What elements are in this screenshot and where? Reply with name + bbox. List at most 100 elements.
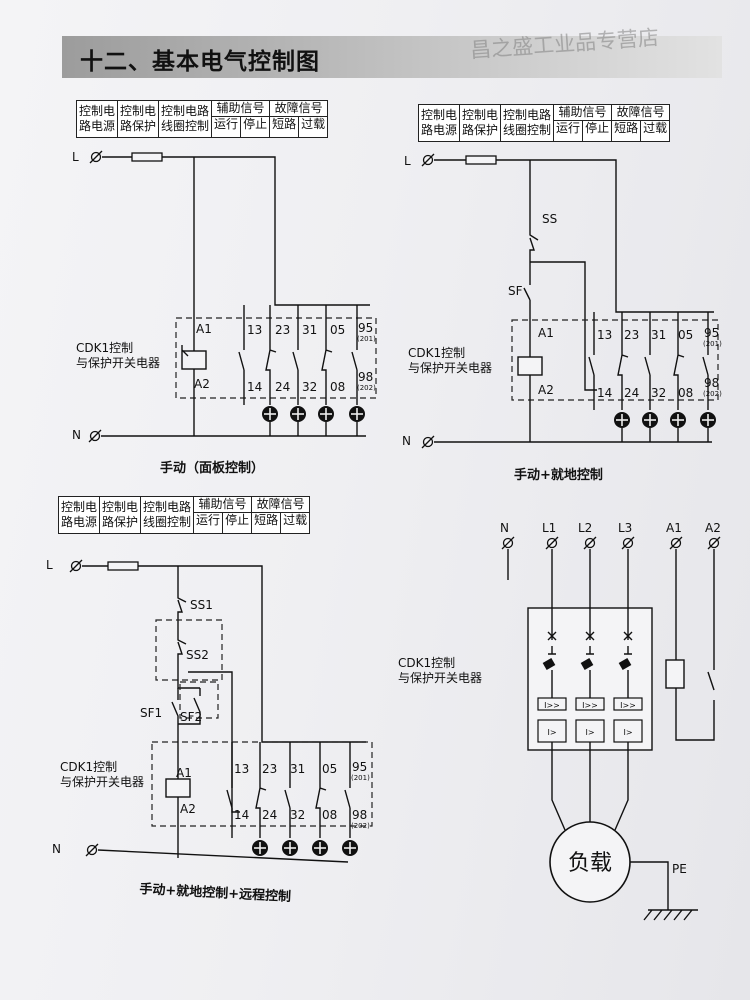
terminal-slash bbox=[85, 843, 99, 857]
header-coil-cell-line: 线圈控制 bbox=[143, 515, 192, 529]
header-protect-cell-line: 路保护 bbox=[102, 515, 139, 529]
contact-no bbox=[292, 340, 299, 380]
switch-sf1-label: SF1 bbox=[140, 706, 163, 720]
header-fault-signal-items: 短路过载 bbox=[270, 117, 327, 137]
trip-instant-text: I>> bbox=[582, 701, 598, 710]
header-protect-cell-line: 控制电 bbox=[120, 104, 157, 118]
header-coil-cell-line: 控制电路 bbox=[143, 500, 192, 514]
terminal-98-label: 98 bbox=[358, 370, 374, 384]
header-power-cell: 控制电路电源 bbox=[59, 497, 101, 533]
terminal-95-label-3: 95 bbox=[352, 760, 368, 774]
header-fault-signal-item: 过载 bbox=[283, 513, 308, 527]
caption-diagram-1: 手动（面板控制） bbox=[160, 461, 265, 476]
contact-nc bbox=[265, 340, 277, 380]
terminal-08-label-2: 08 bbox=[678, 386, 694, 400]
header-table-1: 控制电路电源控制电路保护控制电路线圈控制辅助信号运行停止故障信号短路过载 bbox=[76, 100, 329, 138]
terminal-14-label: 14 bbox=[247, 380, 263, 394]
header-aux-signal-item: 停止 bbox=[225, 513, 250, 527]
terminal-14-label-2: 14 bbox=[597, 386, 613, 400]
header-fault-signal-title: 故障信号 bbox=[252, 497, 310, 513]
terminal-95-sub-label-3: (201) bbox=[351, 774, 370, 782]
terminal-slash bbox=[621, 536, 635, 550]
terminal-slash bbox=[69, 559, 83, 573]
terminal-L-label-3: L bbox=[46, 558, 53, 572]
terminal-A1-label-4: A1 bbox=[666, 521, 682, 535]
terminal-98-label-3: 98 bbox=[352, 808, 368, 822]
terminal-24-label-3: 24 bbox=[262, 808, 278, 822]
terminal-N-label-3: N bbox=[52, 842, 61, 856]
switch-ss2-symbol bbox=[177, 625, 187, 680]
switch-ss-symbol bbox=[529, 225, 539, 258]
trip-instant-symbol bbox=[613, 697, 643, 711]
contact-nc bbox=[255, 778, 267, 818]
fuse-2 bbox=[465, 155, 497, 165]
header-aux-signal-items: 运行停止 bbox=[194, 513, 251, 533]
header-aux-signal: 辅助信号运行停止 bbox=[194, 497, 253, 533]
terminal-32-label-3: 32 bbox=[290, 808, 306, 822]
header-protect-cell-line: 控制电 bbox=[462, 108, 499, 122]
switch-ss2-label: SS2 bbox=[186, 648, 209, 662]
terminal-N-label-2: N bbox=[402, 434, 411, 448]
terminal-98-sub-label: (202) bbox=[357, 384, 376, 392]
terminal-L1-label: L1 bbox=[542, 521, 557, 535]
header-coil-cell-line: 线圈控制 bbox=[503, 123, 552, 137]
switch-handle bbox=[580, 658, 594, 670]
header-protect-cell: 控制电路保护 bbox=[100, 497, 142, 533]
terminal-slash bbox=[545, 536, 559, 550]
terminal-13-label-3: 13 bbox=[234, 762, 250, 776]
wire-l-bus-3 bbox=[138, 565, 366, 743]
trip-instant-text: I>> bbox=[544, 701, 560, 710]
header-protect-cell-line: 控制电 bbox=[102, 500, 139, 514]
header-aux-signal-title: 辅助信号 bbox=[212, 101, 270, 117]
contact-no bbox=[351, 340, 358, 380]
wire-seal-in bbox=[530, 261, 597, 391]
terminal-23-label: 23 bbox=[275, 323, 291, 337]
terminal-05-label-3: 05 bbox=[322, 762, 338, 776]
trip-overload-text: I> bbox=[585, 728, 594, 737]
device-boundary-2 bbox=[511, 319, 719, 401]
header-power-cell-line: 控制电 bbox=[421, 108, 458, 122]
terminal-31-label-3: 31 bbox=[290, 762, 306, 776]
terminal-31-label-2: 31 bbox=[651, 328, 667, 342]
page-title: 十二、基本电气控制图 bbox=[80, 49, 320, 75]
device-label-2: CDK1控制与保护开关电器 bbox=[408, 346, 493, 375]
fuse-1 bbox=[131, 152, 163, 162]
header-aux-signal-item: 运行 bbox=[212, 117, 242, 137]
device-label-3: CDK1控制与保护开关电器 bbox=[60, 760, 145, 789]
terminal-slash bbox=[583, 536, 597, 550]
header-coil-cell: 控制电路线圈控制 bbox=[141, 497, 195, 533]
trip-overload-text: I> bbox=[547, 728, 556, 737]
terminal-98-sub-label-2: (202) bbox=[703, 390, 722, 398]
terminal-L3-label: L3 bbox=[618, 521, 633, 535]
terminal-24-label: 24 bbox=[275, 380, 291, 394]
contact-fixed bbox=[624, 646, 632, 655]
terminal-slash bbox=[88, 429, 102, 443]
wire-pe bbox=[630, 861, 669, 910]
wire-l-bus bbox=[162, 156, 370, 306]
coil-a1-label-3: A1 bbox=[176, 766, 192, 780]
header-fault-signal-title: 故障信号 bbox=[612, 105, 670, 121]
coil-a2-label: A2 bbox=[194, 377, 210, 391]
header-power-cell: 控制电路电源 bbox=[419, 105, 461, 141]
terminal-slash bbox=[89, 150, 103, 164]
terminal-L-label: L bbox=[72, 150, 79, 164]
coil-symbol bbox=[517, 356, 543, 376]
header-fault-signal-item: 过载 bbox=[643, 121, 668, 135]
header-coil-cell: 控制电路线圈控制 bbox=[159, 101, 213, 137]
terminal-slash bbox=[421, 435, 435, 449]
switch-ss1-symbol bbox=[177, 590, 187, 625]
trip-instant-symbol bbox=[575, 697, 605, 711]
terminal-95-sub-label: (201) bbox=[357, 335, 376, 343]
header-fault-signal-items: 短路过载 bbox=[612, 121, 669, 141]
terminal-98-label-2: 98 bbox=[704, 376, 720, 390]
terminal-98-sub-label-3: (202) bbox=[351, 822, 370, 830]
header-fault-signal: 故障信号短路过载 bbox=[252, 497, 310, 533]
contact-nc bbox=[673, 345, 685, 385]
contact-no bbox=[588, 345, 595, 385]
trip-instant-symbol bbox=[537, 697, 567, 711]
device-boundary-1 bbox=[175, 317, 377, 399]
header-table-2: 控制电路电源控制电路保护控制电路线圈控制辅助信号运行停止故障信号短路过载 bbox=[418, 104, 671, 142]
header-protect-cell: 控制电路保护 bbox=[460, 105, 502, 141]
coil-a2-label-2: A2 bbox=[538, 383, 554, 397]
